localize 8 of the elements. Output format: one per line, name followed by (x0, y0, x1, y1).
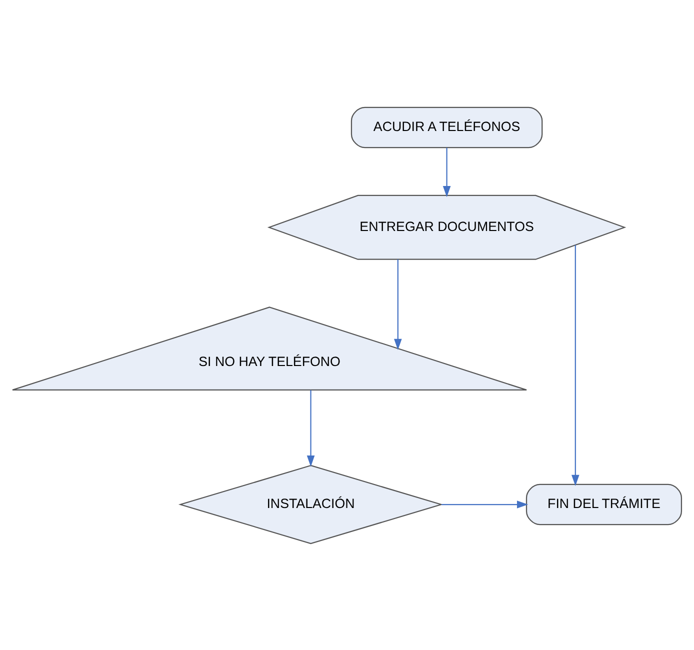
arrow (306, 390, 315, 466)
arrow (572, 244, 580, 486)
arrow (394, 258, 402, 350)
node-box: ACUDIR A TELÉFONOS (350, 106, 543, 148)
node-diamond: INSTALACIÓN (178, 464, 444, 544)
arrow (442, 147, 451, 197)
node-box: FIN DEL TRÁMITE (526, 483, 682, 525)
arrow (442, 500, 528, 508)
